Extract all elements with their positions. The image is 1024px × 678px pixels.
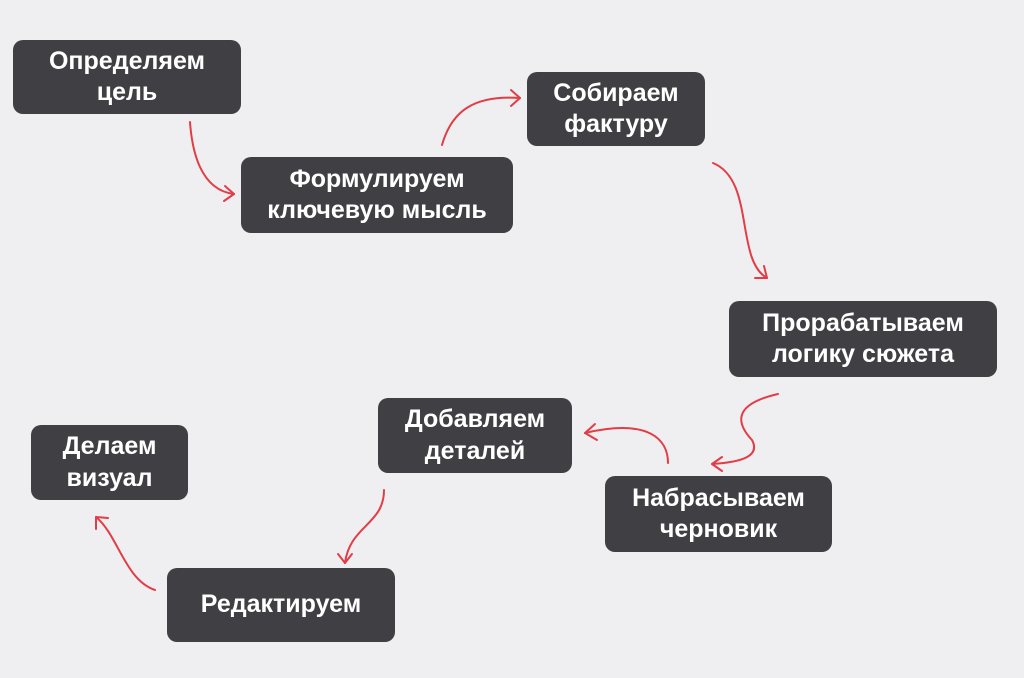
arrow-1-to-2-head bbox=[223, 185, 235, 202]
arrow-5-to-6-head bbox=[584, 423, 598, 441]
step-label-line: визуал bbox=[66, 463, 153, 492]
step-label-line: Определяем bbox=[48, 46, 206, 75]
step-add-details: Добавляем деталей bbox=[378, 398, 572, 473]
step-label-line: фактуру bbox=[564, 110, 668, 138]
step-label-line: логику сюжета bbox=[771, 340, 954, 368]
arrow-7-to-8 bbox=[95, 516, 156, 591]
step-gather-material: Собираем фактуру bbox=[527, 72, 705, 146]
step-label-line: черновик bbox=[659, 515, 778, 543]
step-label-line: Редактируем bbox=[200, 590, 362, 619]
arrow-5-to-6 bbox=[584, 427, 669, 464]
arrow-4-to-5-head bbox=[711, 456, 723, 472]
arrow-7-to-8-head bbox=[95, 516, 109, 530]
step-label-line: Собираем bbox=[553, 78, 679, 107]
step-label-line: Прорабатываем bbox=[762, 308, 964, 337]
arrow-2-to-3 bbox=[441, 96, 521, 146]
step-label-line: Набрасываем bbox=[632, 483, 805, 512]
arrow-6-to-7 bbox=[344, 489, 385, 564]
step-label-line: деталей bbox=[424, 436, 526, 465]
arrow-1-to-2 bbox=[189, 121, 235, 195]
step-label-line: цель bbox=[96, 78, 158, 106]
step-edit: Редактируем bbox=[167, 568, 395, 642]
step-label-line: Формулируем bbox=[289, 164, 465, 193]
arrow-3-to-4 bbox=[712, 162, 768, 279]
step-draft: Набрасываем черновик bbox=[605, 476, 832, 552]
step-plot-logic: Прорабатываем логику сюжета bbox=[729, 301, 997, 377]
arrow-3-to-4-head bbox=[754, 265, 768, 279]
arrow-4-to-5 bbox=[711, 393, 779, 465]
arrow-6-to-7-head bbox=[337, 553, 353, 564]
step-label-line: ключевую мысль bbox=[267, 196, 487, 224]
step-define-goal: Определяем цель bbox=[13, 40, 241, 114]
step-label-line: Делаем bbox=[62, 432, 157, 461]
step-make-visual: Делаем визуал bbox=[31, 425, 188, 500]
step-formulate-key-idea: Формулируем ключевую мысль bbox=[241, 157, 513, 233]
step-label-line: Добавляем bbox=[404, 405, 546, 434]
arrow-2-to-3-head bbox=[510, 89, 521, 107]
